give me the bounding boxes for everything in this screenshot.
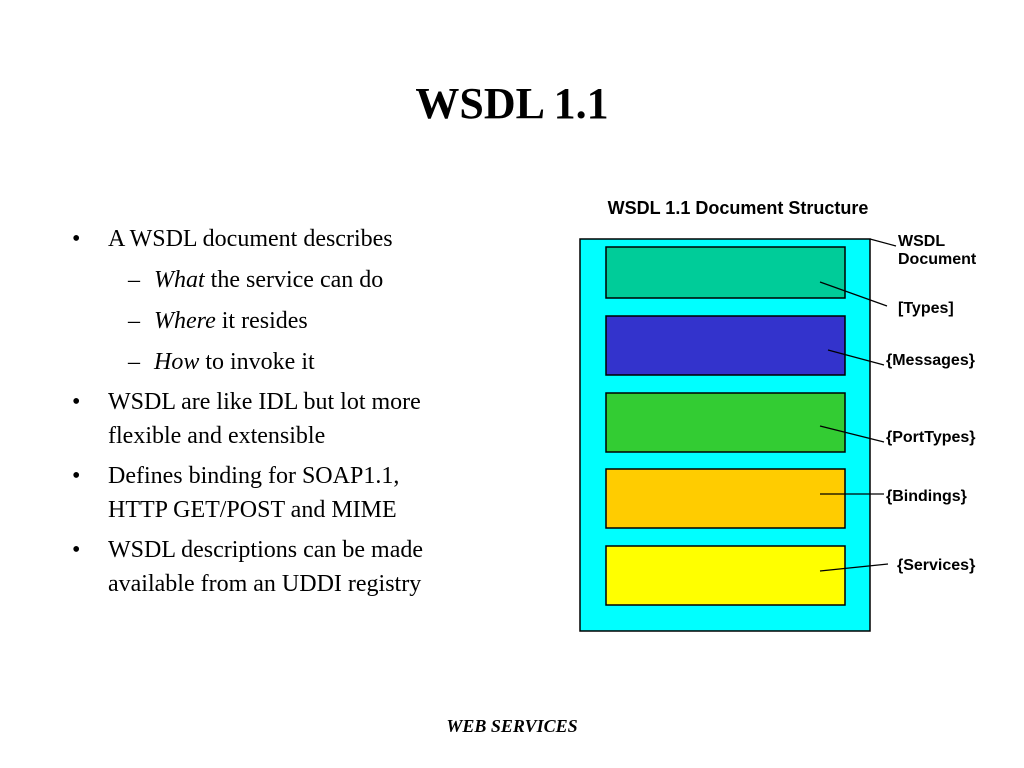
bullet-item: • WSDL descriptions can be made availabl…	[72, 533, 492, 601]
types-label: [Types]	[898, 300, 954, 317]
bindings-label: {Bindings}	[886, 488, 967, 505]
porttypes-label: {PortTypes}	[886, 429, 976, 446]
sub-bullet-list: – What the service can do – Where it res…	[72, 263, 492, 379]
porttypes-section	[605, 392, 846, 453]
bullet-marker: •	[72, 226, 81, 252]
bullet-list: • A WSDL document describes – What the s…	[72, 222, 492, 607]
bullet-text: WSDL are like IDL but lot more flexible …	[108, 389, 421, 449]
document-label-line1: WSDL	[898, 233, 945, 250]
porttypes-callout-line	[819, 425, 885, 443]
sub-bullet-item: – How to invoke it	[72, 345, 492, 379]
sub-bullet-item: – Where it resides	[72, 304, 492, 338]
bullet-item: • WSDL are like IDL but lot more flexibl…	[72, 385, 492, 453]
services-label: {Services}	[897, 557, 975, 574]
messages-callout-line	[827, 349, 885, 366]
bullet-marker: •	[72, 537, 81, 563]
diagram-title: WSDL 1.1 Document Structure	[608, 198, 869, 218]
sub-bullet-item: – What the service can do	[72, 263, 492, 297]
bullet-text: WSDL descriptions can be made available …	[108, 537, 424, 597]
sub-bullet-text: it resides	[215, 308, 308, 334]
types-section	[605, 246, 846, 299]
document-label: WSDL Document	[898, 233, 977, 268]
bindings-section	[605, 468, 846, 529]
bullet-text: A WSDL document describes	[108, 226, 393, 252]
sub-bullet-emphasis: How	[154, 349, 200, 375]
messages-label: {Messages}	[886, 352, 975, 369]
slide-footer: WEB SERVICES	[446, 716, 578, 736]
dash-marker: –	[128, 308, 140, 334]
bullet-item: • Defines binding for SOAP1.1, HTTP GET/…	[72, 459, 492, 527]
sub-bullet-emphasis: Where	[154, 308, 216, 334]
bullet-marker: •	[72, 389, 81, 415]
dash-marker: –	[128, 349, 140, 375]
messages-section	[605, 315, 846, 376]
sub-bullet-emphasis: What	[154, 267, 205, 293]
types-callout-line	[819, 281, 888, 307]
sub-bullet-text: to invoke it	[199, 349, 315, 375]
dash-marker: –	[128, 267, 140, 293]
document-label-line2: Document	[898, 251, 977, 268]
bullet-marker: •	[72, 463, 81, 489]
slide-title: WSDL 1.1	[415, 79, 609, 128]
services-callout-line	[819, 563, 889, 572]
services-section	[605, 545, 846, 606]
bullet-item: • A WSDL document describes	[72, 222, 492, 256]
bullet-text: Defines binding for SOAP1.1, HTTP GET/PO…	[108, 463, 400, 523]
document-callout-line	[869, 238, 897, 247]
sub-bullet-text: the service can do	[204, 267, 384, 293]
